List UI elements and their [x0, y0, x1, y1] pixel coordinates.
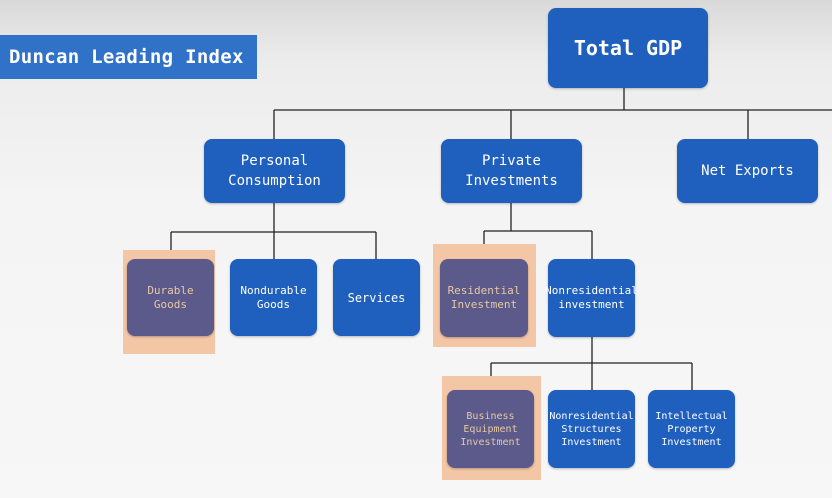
node-net-exports: Net Exports	[677, 139, 818, 203]
node-intellectual-property-investment: Intellectual Property Investment	[648, 390, 735, 468]
node-total-gdp: Total GDP	[548, 8, 708, 88]
node-services: Services	[333, 259, 420, 336]
node-residential-investment: Residential Investment	[440, 259, 528, 337]
node-nonresidential-structures-investment: Nonresidential Structures Investment	[548, 390, 635, 468]
diagram-title: Duncan Leading Index	[0, 35, 257, 79]
node-business-equipment-investment: Business Equipment Investment	[447, 390, 534, 468]
node-durable-goods: Durable Goods	[127, 259, 214, 336]
node-private-investments: Private Investments	[441, 139, 582, 203]
node-nondurable-goods: Nondurable Goods	[230, 259, 317, 336]
node-nonresidential-investment: Nonresidential investment	[545, 259, 638, 337]
node-personal-consumption: Personal Consumption	[204, 139, 345, 203]
